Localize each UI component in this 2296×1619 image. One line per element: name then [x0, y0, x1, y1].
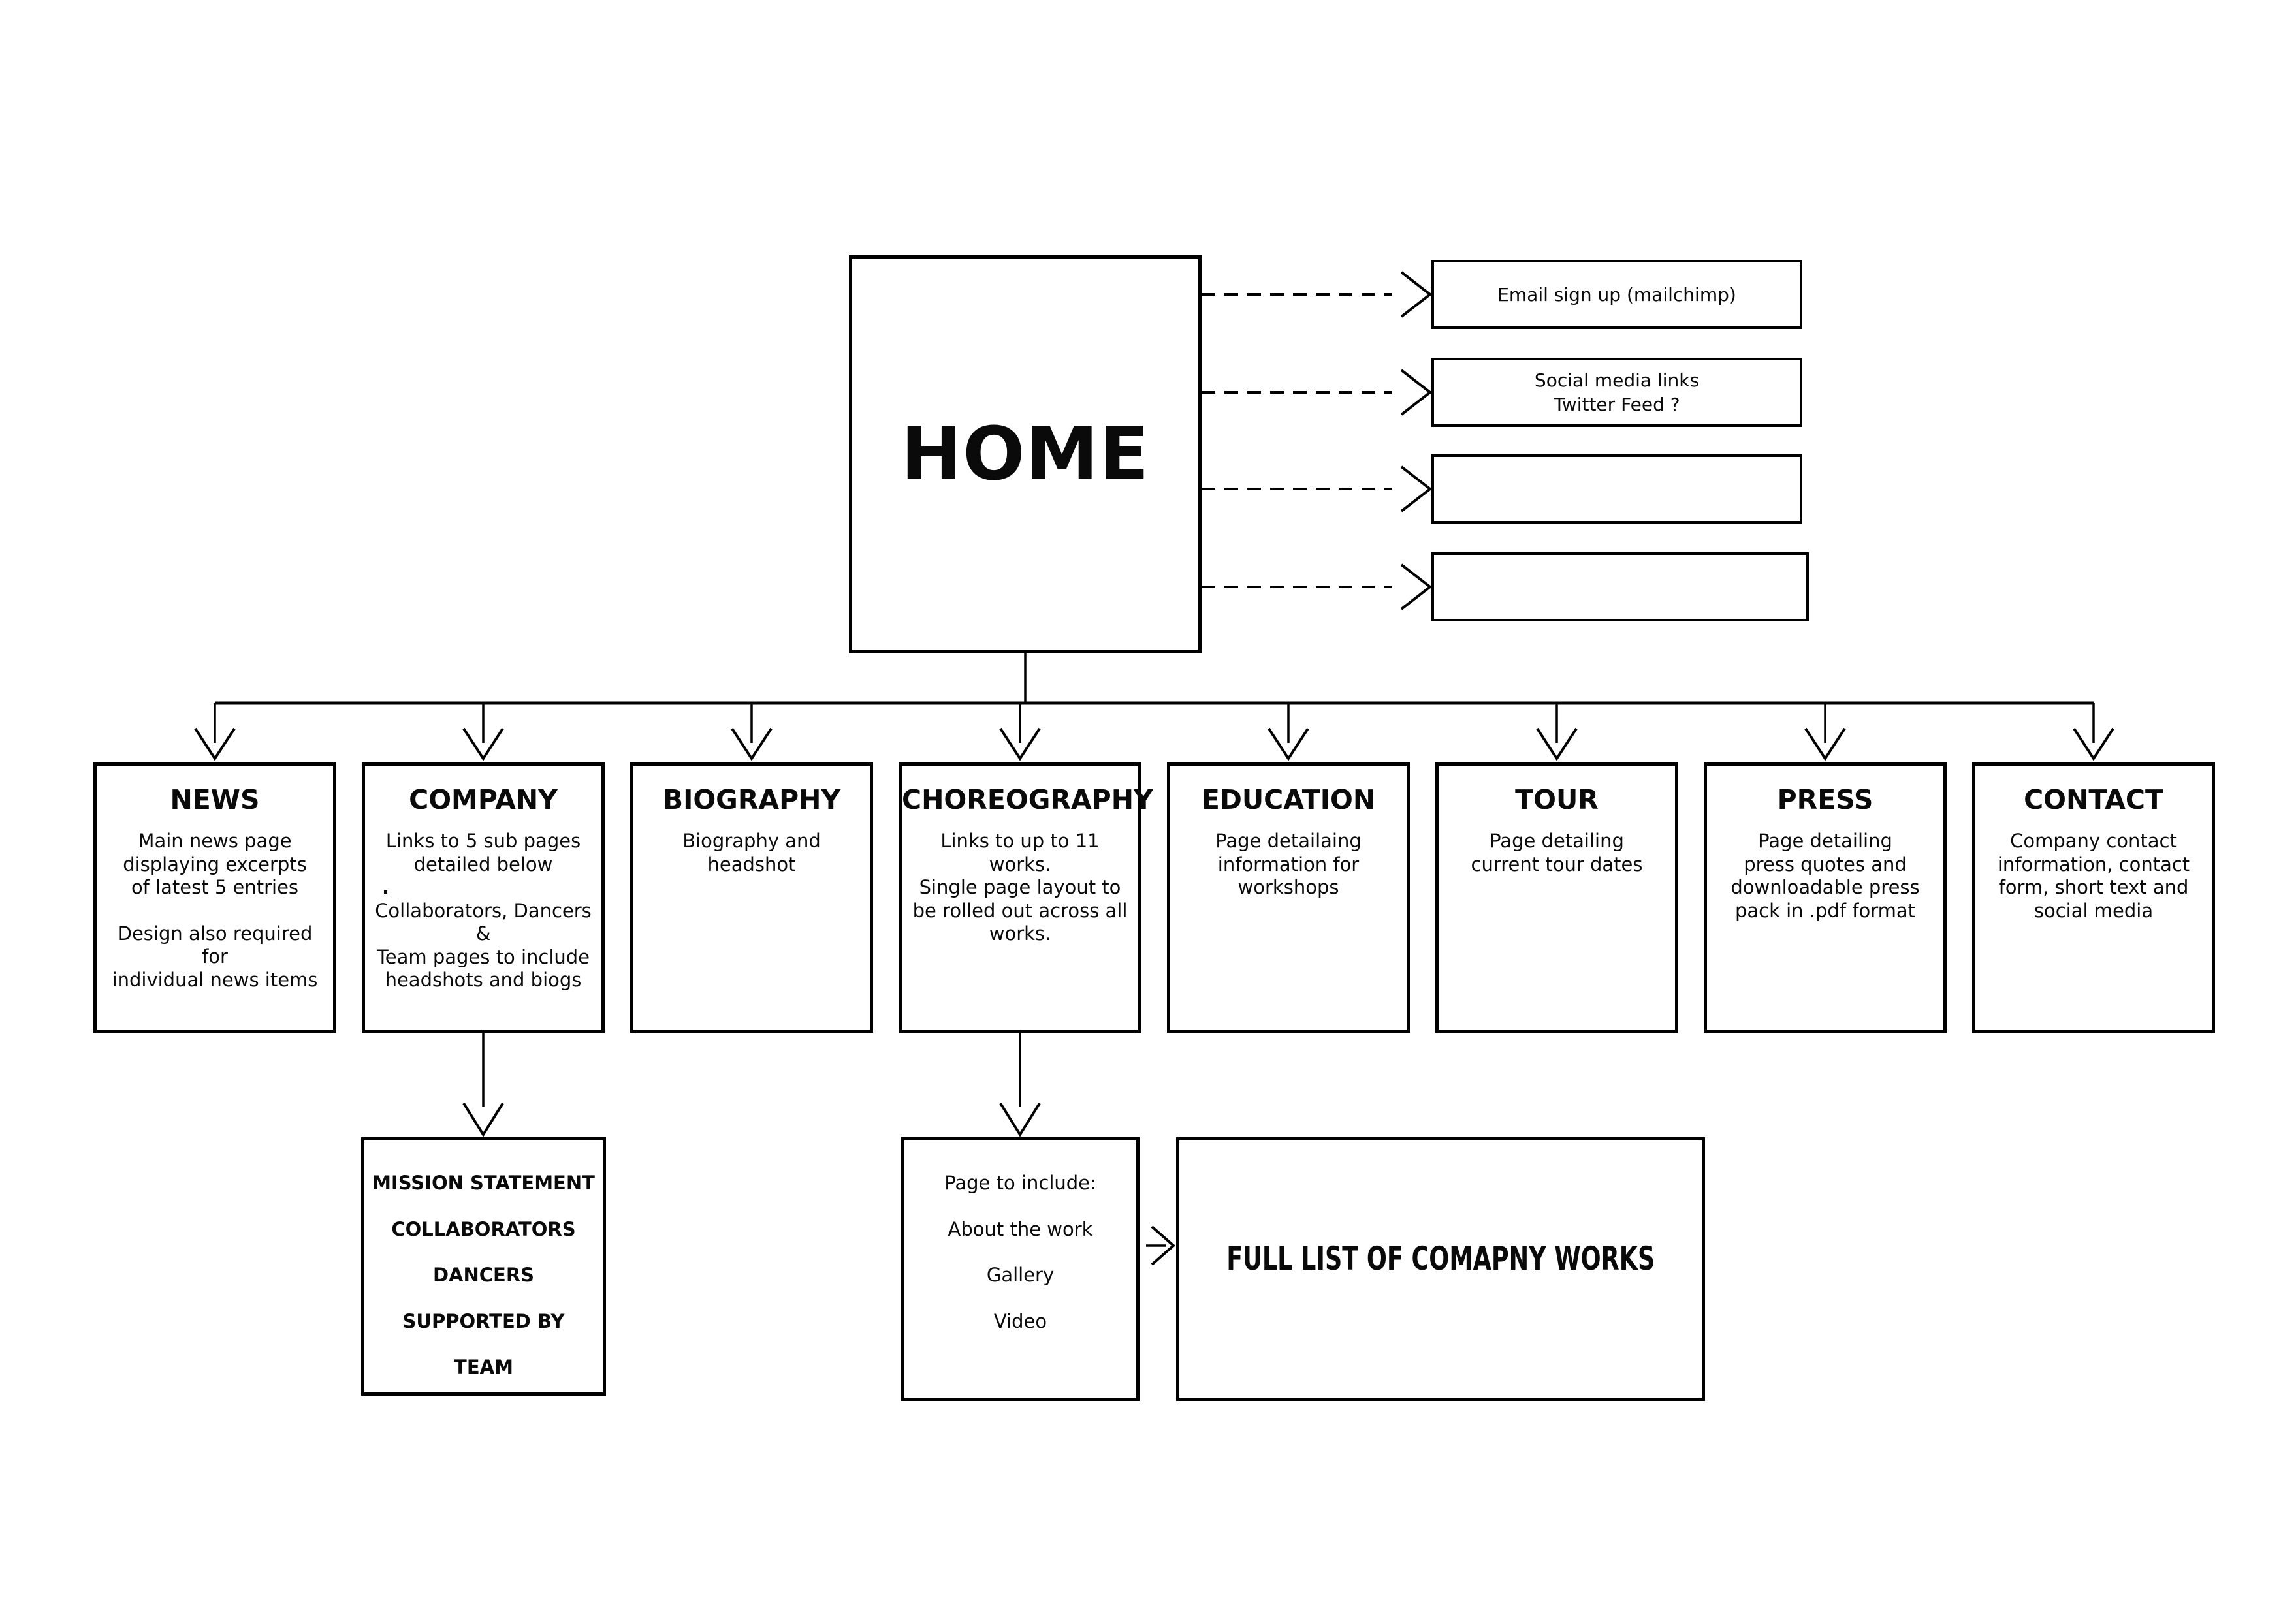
body-paragraph: Design also required for individual news… [112, 922, 318, 991]
page-box-choreography: CHOREOGRAPHY Links to up to 11 works. Si… [899, 762, 1153, 1033]
full-works-list-label: FULL LIST OF COMAPNY WORKS [1226, 1240, 1655, 1278]
page-box-press: PRESS Page detailing press quotes and do… [1704, 762, 1947, 1033]
choreography-sub-arrow [999, 1033, 1041, 1137]
home-title: HOME [901, 412, 1150, 497]
company-subpages-box: MISSION STATEMENT COLLABORATORS DANCERS … [361, 1137, 606, 1396]
body-paragraph: Page detailing current tour dates [1471, 830, 1643, 875]
works-arrow [1146, 1225, 1176, 1266]
page-title: COMPANY [409, 784, 558, 815]
email-signup-label: Email sign up (mailchimp) [1497, 283, 1736, 306]
page-body: Page detailaing information for workshop… [1170, 830, 1407, 900]
page-title: CHOREOGRAPHY [902, 784, 1153, 815]
body-paragraph: Biography and headshot [682, 830, 821, 875]
stray-dot: . [382, 876, 390, 898]
page-title: EDUCATION [1201, 784, 1376, 815]
page-body: Biography and headshot [633, 830, 870, 876]
page-title: NEWS [170, 784, 260, 815]
subpage-item: COLLABORATORS [391, 1218, 576, 1240]
home-box: HOME [849, 255, 1202, 653]
subpage-item: TEAM [454, 1356, 513, 1378]
page-body: Links to 5 sub pages detailed below . Co… [365, 830, 601, 992]
page-body: Company contact information, contact for… [1975, 830, 2212, 922]
page-box-tour: TOUR Page detailing current tour dates [1435, 762, 1678, 1033]
social-media-label: Social media links Twitter Feed ? [1534, 369, 1700, 415]
body-paragraph: Links to 5 sub pages detailed below [385, 830, 581, 875]
body-paragraph: Company contact information, contact for… [1997, 830, 2190, 922]
empty-side-box-2 [1431, 552, 1809, 621]
page-box-education: EDUCATION Page detailaing information fo… [1167, 762, 1410, 1033]
home-to-pages-connector [194, 653, 2114, 761]
page-detail-item: Gallery [986, 1264, 1055, 1286]
page-title: CONTACT [2024, 784, 2163, 815]
page-box-biography: BIOGRAPHY Biography and headshot [630, 762, 873, 1033]
social-media-box: Social media links Twitter Feed ? [1431, 358, 1802, 427]
body-paragraph: Links to up to 11 works. Single page lay… [912, 830, 1128, 945]
page-detail-item: Video [993, 1310, 1047, 1332]
email-signup-box: Email sign up (mailchimp) [1431, 260, 1802, 329]
page-detail-item: Page to include: [944, 1172, 1096, 1194]
page-box-contact: CONTACT Company contact information, con… [1972, 762, 2215, 1033]
choreography-page-detail-box: Page to include: About the work Gallery … [901, 1137, 1140, 1401]
page-box-news: NEWS Main news page displaying excerpts … [93, 762, 336, 1033]
page-body: Main news page displaying excerpts of la… [97, 830, 333, 992]
subpage-item: DANCERS [432, 1264, 535, 1286]
empty-side-box-1 [1431, 454, 1802, 524]
body-paragraph: Page detailing press quotes and download… [1730, 830, 1920, 922]
subpage-item: MISSION STATEMENT [372, 1172, 595, 1194]
page-detail-item: About the work [948, 1218, 1093, 1240]
home-to-side-arrows [1202, 271, 1433, 610]
page-box-company: COMPANY Links to 5 sub pages detailed be… [362, 762, 605, 1033]
company-sub-arrow [462, 1033, 504, 1137]
page-body: Page detailing press quotes and download… [1707, 830, 1943, 922]
page-body: Links to up to 11 works. Single page lay… [902, 830, 1138, 946]
body-paragraph: Page detailaing information for workshop… [1215, 830, 1362, 898]
page-title: PRESS [1777, 784, 1873, 815]
body-paragraph: Collaborators, Dancers & Team pages to i… [375, 899, 592, 992]
body-paragraph: Main news page displaying excerpts of la… [123, 830, 307, 898]
page-title: BIOGRAPHY [662, 784, 841, 815]
subpage-item: SUPPORTED BY [402, 1310, 565, 1332]
full-works-list-box: FULL LIST OF COMAPNY WORKS [1176, 1137, 1705, 1401]
page-title: TOUR [1515, 784, 1599, 815]
page-body: Page detailing current tour dates [1439, 830, 1675, 876]
